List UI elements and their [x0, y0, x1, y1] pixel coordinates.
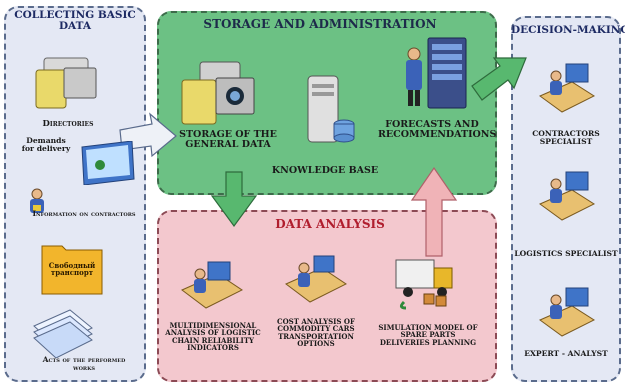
simulation-label: SIMULATION MODEL OF SPARE PARTS DELIVERI… [378, 323, 478, 347]
storage-general-label: STORAGE OF THE GENERAL DATA [179, 129, 277, 151]
server-rack-icon [406, 37, 467, 109]
knowledge-base-label: KNOWLEDGE BASE [271, 165, 379, 176]
truck-icon [395, 259, 453, 310]
cost-label: COST ANALYSIS OF COMMODITY CARS TRANSPOR… [277, 317, 355, 349]
expert-analyst-icon [539, 287, 596, 337]
yellow-folder-label: Свободный транспорт [48, 261, 96, 278]
logistics-label: LOGISTICS SPECIALIST [514, 249, 618, 258]
expert-label: EXPERT - ANALYST [524, 349, 608, 358]
analysis-title: DATA ANALYSIS [275, 217, 385, 231]
monitor-icon [81, 141, 135, 185]
storage-title: STORAGE AND ADMINISTRATION [203, 17, 437, 31]
multidim-label: MULTIDIMENSIONAL ANALYSIS OF LOGISTIC CH… [165, 321, 261, 353]
yellow-folder-icon [41, 245, 103, 295]
workstation-icon-1 [181, 261, 243, 309]
folder-cabinet-icon [35, 57, 97, 109]
information-label: Information on contractors [32, 209, 136, 218]
forecasts-label: FORECASTS AND RECOMMENDATIONS [378, 119, 497, 141]
logistics-specialist-icon [539, 171, 596, 221]
arrow-storage-to-analysis [210, 171, 258, 228]
storage-cabinet-icon [181, 61, 255, 125]
demands-label: Demands for delivery [21, 136, 71, 153]
directories-label: Directories [42, 119, 94, 129]
document-stack-icon [33, 309, 93, 358]
contractors-label: CONTRACTORS SPECIALIST [532, 129, 600, 146]
server-icon [307, 75, 355, 143]
arrow-storage-to-decision [471, 57, 527, 101]
person-icon [30, 188, 44, 213]
contractors-specialist-icon [539, 63, 596, 113]
arrow-analysis-to-storage [410, 166, 458, 257]
workstation-icon-2 [285, 255, 347, 303]
decision-title: DECISION-MAKING [511, 24, 625, 36]
collecting-title: COLLECTING BASIC DATA [14, 9, 136, 33]
acts-label: Acts of the performed works [42, 355, 126, 372]
